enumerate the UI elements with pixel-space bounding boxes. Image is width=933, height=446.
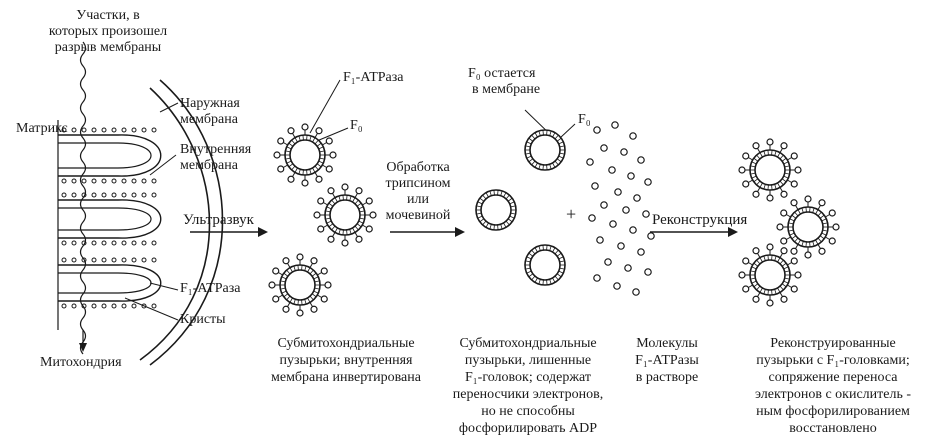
vesicle-reconstituted-1 [738,138,802,202]
f1-molecule [593,274,601,282]
label-rupture-sites: Участки, в которых произошел разрыв мемб… [48,8,168,55]
caption-stripped-vesicles: Субмитохондриальные пузырьки, лишенные F… [452,336,604,436]
f1-molecule [591,182,599,190]
f1-molecule [617,242,625,250]
label-mitochondrion: Митохондрия [40,355,122,370]
f1-molecule [588,214,596,222]
crista [58,192,162,246]
f1-molecule [613,282,621,290]
f1-molecule [644,178,652,186]
caption-f1-molecules: Молекулы F₁-АТРазы в растворе [635,336,699,385]
caption-reconstituted: Реконструированные пузырьки с F₁-головка… [754,336,912,436]
f1-molecule [629,132,637,140]
vesicle-stripped-2 [475,189,517,231]
label-outer-membrane: Наружная мембрана [180,96,240,127]
f1-molecule [593,126,601,134]
f1-molecule [620,148,628,156]
f1-molecule [633,194,641,202]
vesicle-submito-1 [273,123,337,187]
f1-molecule [600,144,608,152]
cristae [57,120,162,330]
label-inner-membrane: Внутренняя мембрана [180,142,252,173]
label-cristae: Кристы [180,312,226,327]
f1-molecule [614,188,622,196]
f1-molecule [642,210,650,218]
label-reconstruction: Реконструкция [652,212,748,228]
outer-membrane-line [149,79,224,366]
vesicle-stripped-1 [524,129,566,171]
vesicle-submito-2 [313,183,377,247]
plus-sign: + [566,204,577,224]
f1-molecule [644,268,652,276]
f1-molecule [611,121,619,129]
f1-molecule [622,206,630,214]
vesicle-reconstituted-2 [776,195,840,259]
label-f1-atpase-vesicle: F₁-АТРаза [343,70,404,85]
label-f0-stripped: F₀ [578,112,591,127]
f1-molecule [609,220,617,228]
caption-submitochondrial: Субмитохондриальные пузырьки; внутренняя… [271,336,421,385]
f1-molecule [629,226,637,234]
rupture-wavy-line [79,41,87,355]
f1-molecule [647,232,655,240]
f1-molecule [604,258,612,266]
label-f0-vesicle: F₀ [350,118,363,133]
f1-molecule [624,264,632,272]
label-ultrasound: Ультразвук [183,212,254,228]
crista [58,127,162,184]
vesicle-submito-3 [268,253,332,317]
vesicle-reconstituted-3 [738,243,802,307]
label-treatment: Обработка трипсином или мочевиной [385,160,451,223]
label-matrix: Матрикс [16,121,68,136]
f1-molecule [637,156,645,164]
outer-membrane-inner-line [139,87,211,361]
f1-molecule [600,201,608,209]
vesicles [268,123,840,317]
f1-molecule [596,236,604,244]
label-f0-remains: F₀ остается в мембране [468,66,541,97]
mitochondrion-arrowhead [79,343,87,352]
process-arrows [190,227,738,237]
label-f1-atpase-mito: F₁-АТРаза [180,281,241,296]
f1-molecule [608,166,616,174]
f1-molecule [586,158,594,166]
vesicle-stripped-3 [524,244,566,286]
f1-molecule [627,172,635,180]
f1-molecules [586,121,655,296]
f1-molecule [637,248,645,256]
crista [58,257,162,309]
mitochondrion-drawing [57,41,224,366]
f1-molecule [632,288,640,296]
